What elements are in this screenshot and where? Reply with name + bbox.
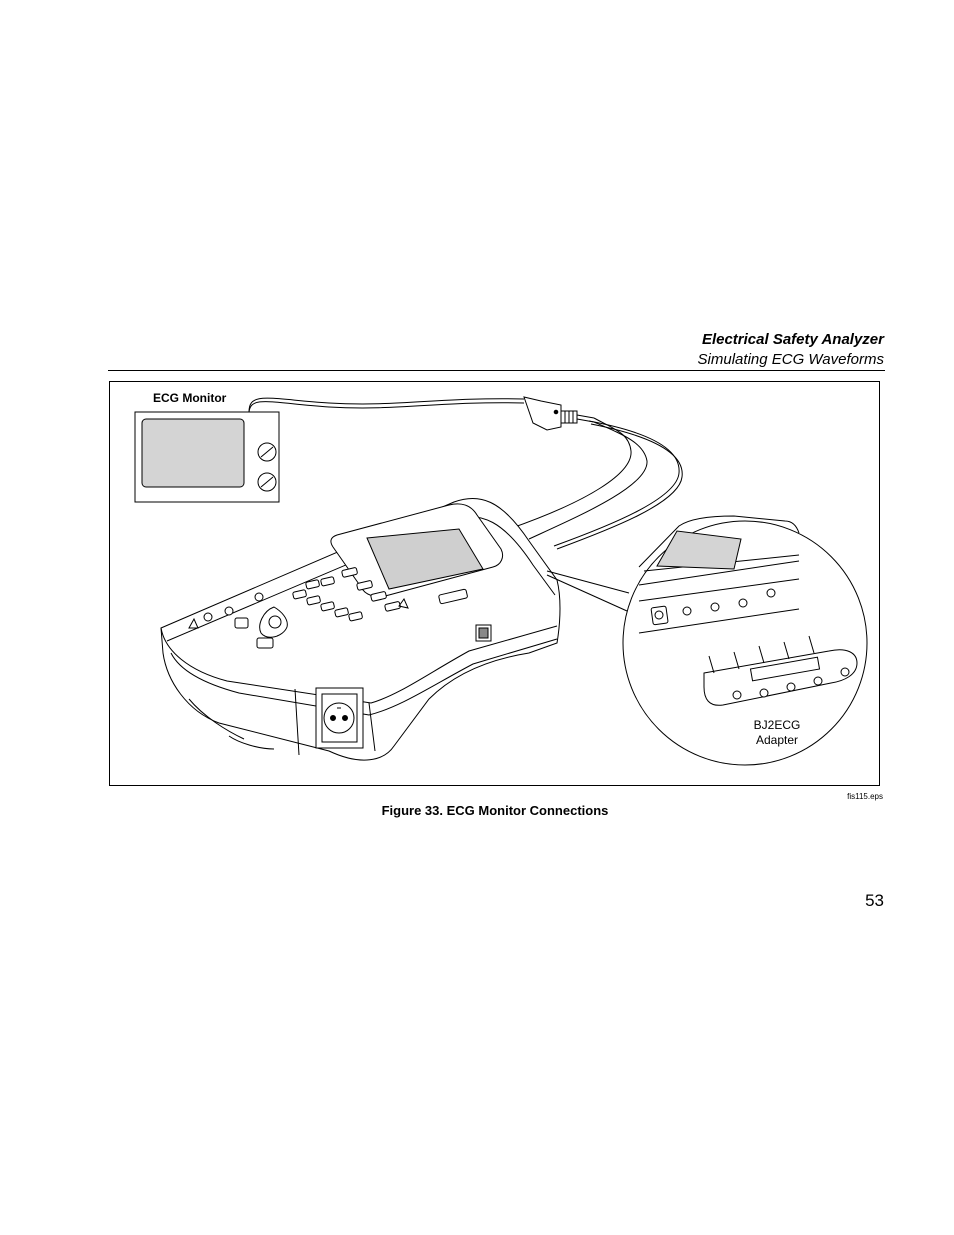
ecg-cable	[248, 396, 683, 550]
callout-line-upper	[546, 570, 630, 594]
magnified-jacks-view	[622, 515, 868, 766]
running-header-title: Electrical Safety Analyzer	[701, 331, 884, 348]
analyzer-drawing	[160, 498, 561, 761]
figure-file-name: fis115.eps	[847, 792, 883, 801]
ecg-monitor-label: ECG Monitor	[153, 391, 227, 405]
figure-frame	[109, 381, 880, 786]
callout-line-lower	[546, 574, 628, 612]
running-header-subtitle: Simulating ECG Waveforms	[697, 351, 884, 368]
ecg-connection-illustration: ECG Monitor	[134, 391, 868, 766]
adapter-label-line1: BJ2ECG	[754, 718, 801, 732]
header-rule	[108, 370, 885, 371]
adapter-label-line2: Adapter	[756, 733, 798, 747]
ecg-monitor-drawing	[134, 411, 280, 503]
figure-caption: Figure 33. ECG Monitor Connections	[381, 803, 609, 818]
page-number: 53	[865, 891, 884, 910]
